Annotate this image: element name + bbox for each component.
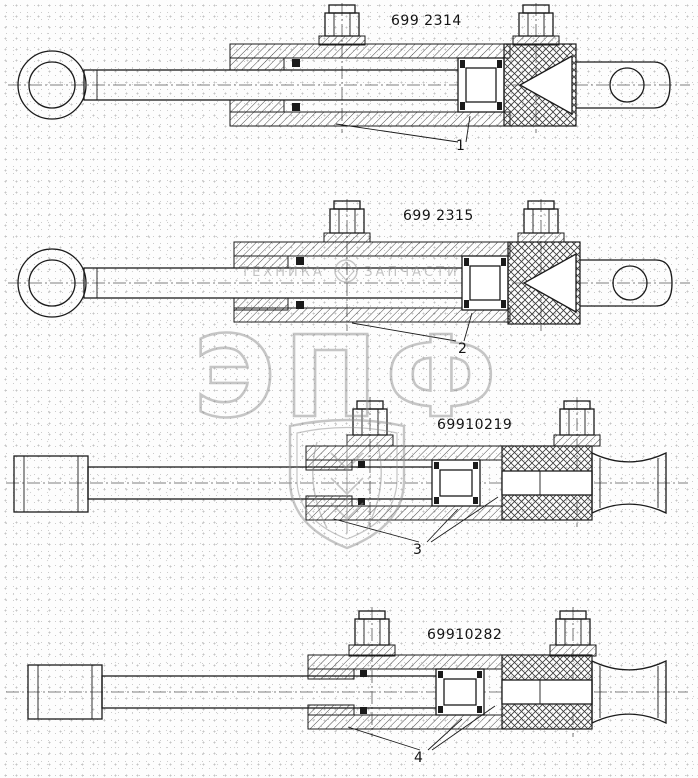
- port-fitting-right: [517, 200, 565, 243]
- cylinder-drawing-1: [8, 3, 690, 143]
- part-number-label-4: 69910282: [427, 627, 503, 643]
- mounting-tongue: [580, 259, 673, 307]
- end-cap: [507, 241, 581, 325]
- cylinder-drawing-3: [6, 397, 688, 543]
- end-cap: [501, 445, 593, 521]
- piston: [457, 57, 505, 113]
- callout-label-2: 2: [458, 341, 468, 357]
- callout-label-1: 1: [456, 138, 466, 154]
- spool-end-boss: [591, 451, 667, 515]
- part-number-label-1: 699 2314: [391, 13, 462, 29]
- callout-1-leader-lines: [335, 115, 471, 143]
- part-number-label-2: 699 2315: [403, 208, 474, 224]
- callout-label-3: 3: [413, 542, 423, 558]
- port-fitting-left: [323, 200, 371, 243]
- end-cap: [503, 43, 577, 127]
- cylinder-drawing-2: [8, 199, 690, 342]
- cylinder-body: [307, 654, 503, 730]
- rod-eye: [17, 50, 87, 120]
- port-fitting-right: [553, 400, 601, 447]
- port-fitting-left: [318, 4, 366, 46]
- cylinder-body: [233, 241, 511, 323]
- rod-eye: [17, 248, 87, 318]
- piston: [431, 459, 481, 507]
- port-fitting-right: [512, 4, 560, 46]
- piston: [435, 668, 485, 716]
- spool-end-boss: [591, 659, 667, 725]
- cylinder-drawing-4: [6, 607, 688, 751]
- piston: [461, 255, 509, 311]
- port-fitting-left: [348, 610, 396, 657]
- part-number-label-3: 69910219: [437, 417, 513, 433]
- callout-4-leader-lines: [347, 705, 496, 751]
- mounting-tongue: [576, 61, 671, 109]
- port-fitting-right: [549, 610, 597, 657]
- callout-2-leader-lines: [351, 312, 473, 342]
- callout-label-4: 4: [414, 750, 424, 766]
- rod-end-bushing: [13, 455, 89, 513]
- end-cap: [501, 654, 593, 730]
